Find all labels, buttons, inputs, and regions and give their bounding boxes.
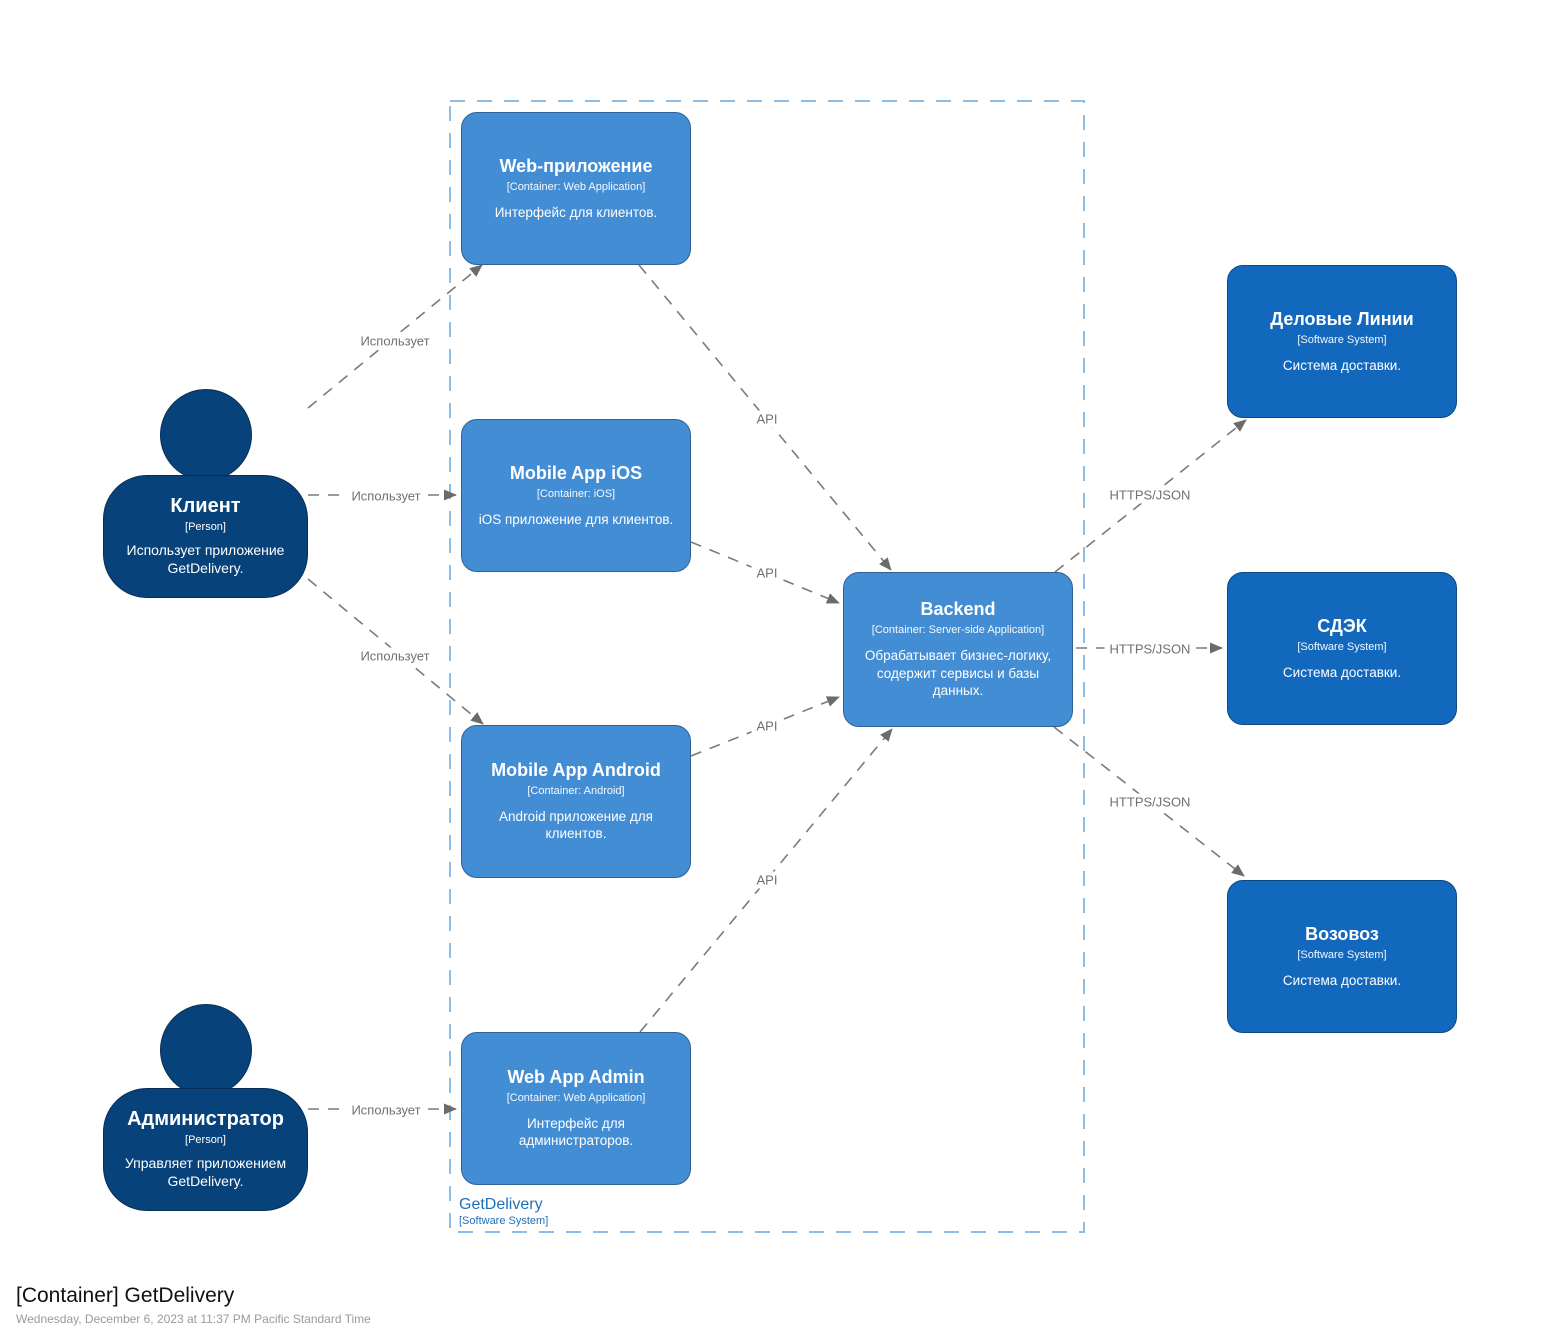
node-desc: Интерфейс для администраторов. [518,1115,634,1149]
node-title: Web App Admin [507,1067,645,1088]
container-mobile-android[interactable]: Mobile App Android [Container: Android] … [461,725,691,878]
edge-client-android [307,578,484,725]
boundary-label: GetDelivery [Software System] [459,1196,548,1227]
node-meta: [Container: Android] [527,784,625,797]
node-desc: Управляет приложением GetDelivery. [124,1155,287,1189]
system-sdek[interactable]: СДЭК [Software System] Система доставки. [1227,572,1457,725]
edge-webadmin-backend [639,728,893,1033]
edge-label-web-backend: API [751,410,783,428]
container-backend[interactable]: Backend [Container: Server-side Applicat… [843,572,1073,727]
node-title: Администратор [127,1108,284,1131]
container-mobile-ios[interactable]: Mobile App iOS [Container: iOS] iOS прил… [461,419,691,572]
node-desc: Интерфейс для клиентов. [494,204,658,220]
node-title: Web-приложение [499,155,653,176]
node-title: СДЭК [1317,615,1367,636]
node-meta: [Software System] [1297,640,1387,653]
container-web-app[interactable]: Web-приложение [Container: Web Applicati… [461,112,691,265]
node-desc: Система доставки. [1282,972,1402,988]
boundary-type: [Software System] [459,1215,549,1227]
system-boundary [449,100,1085,1233]
edge-label-backend-vozovoz: HTTPS/JSON [1104,793,1196,811]
node-title: Mobile App Android [491,760,661,781]
node-meta: [Software System] [1297,948,1387,961]
edge-label-client-android: Использует [355,647,435,665]
person-admin[interactable]: Администратор [Person] Управляет приложе… [103,1004,308,1211]
edge-label-webadmin-backend: API [751,871,783,889]
node-title: Деловые Линии [1270,308,1414,329]
diagram-title: [Container] GetDelivery [16,1284,235,1307]
node-title: Backend [920,599,996,620]
node-meta: [Person] [185,521,226,534]
person-client[interactable]: Клиент [Person] Использует приложение Ge… [103,389,308,598]
edge-label-backend-delovye: HTTPS/JSON [1104,486,1196,504]
node-meta: [Container: Web Application] [506,1091,646,1104]
node-meta: [Container: Server-side Application] [871,623,1045,636]
node-meta: [Container: Web Application] [506,180,646,193]
node-desc: Android приложение для клиентов. [499,808,653,842]
diagram-timestamp: Wednesday, December 6, 2023 at 11:37 PM … [16,1312,371,1326]
edge-label-client-web: Использует [355,332,435,350]
node-desc: Обрабатывает бизнес-логику, содержит сер… [864,647,1052,699]
node-title: Возовоз [1305,923,1379,944]
boundary-name: GetDelivery [459,1196,543,1213]
system-delovye-linii[interactable]: Деловые Линии [Software System] Система … [1227,265,1457,418]
system-vozovoz[interactable]: Возовоз [Software System] Система достав… [1227,880,1457,1033]
edge-client-web [307,264,483,409]
node-meta: [Person] [185,1134,226,1147]
node-meta: [Container: iOS] [536,487,616,500]
edge-label-ios-backend: API [751,564,783,582]
edge-android-backend [690,696,840,757]
edge-label-android-backend: API [751,717,783,735]
person-head-icon [160,1004,252,1096]
node-desc: Система доставки. [1282,357,1402,373]
edge-label-backend-sdek: HTTPS/JSON [1104,640,1196,658]
edge-label-client-ios: Использует [346,487,426,505]
person-head-icon [160,389,252,481]
container-web-app-admin[interactable]: Web App Admin [Container: Web Applicatio… [461,1032,691,1185]
node-meta: [Software System] [1297,333,1387,346]
node-title: Клиент [170,495,241,518]
edge-web-backend [638,264,892,571]
node-desc: Использует приложение GetDelivery. [126,542,285,576]
node-desc: Система доставки. [1282,664,1402,680]
node-desc: iOS приложение для клиентов. [478,511,674,527]
diagram-footer: [Container] GetDelivery Wednesday, Decem… [16,1284,371,1326]
node-title: Mobile App iOS [509,462,643,483]
edge-label-admin-webadmin: Использует [346,1101,426,1119]
